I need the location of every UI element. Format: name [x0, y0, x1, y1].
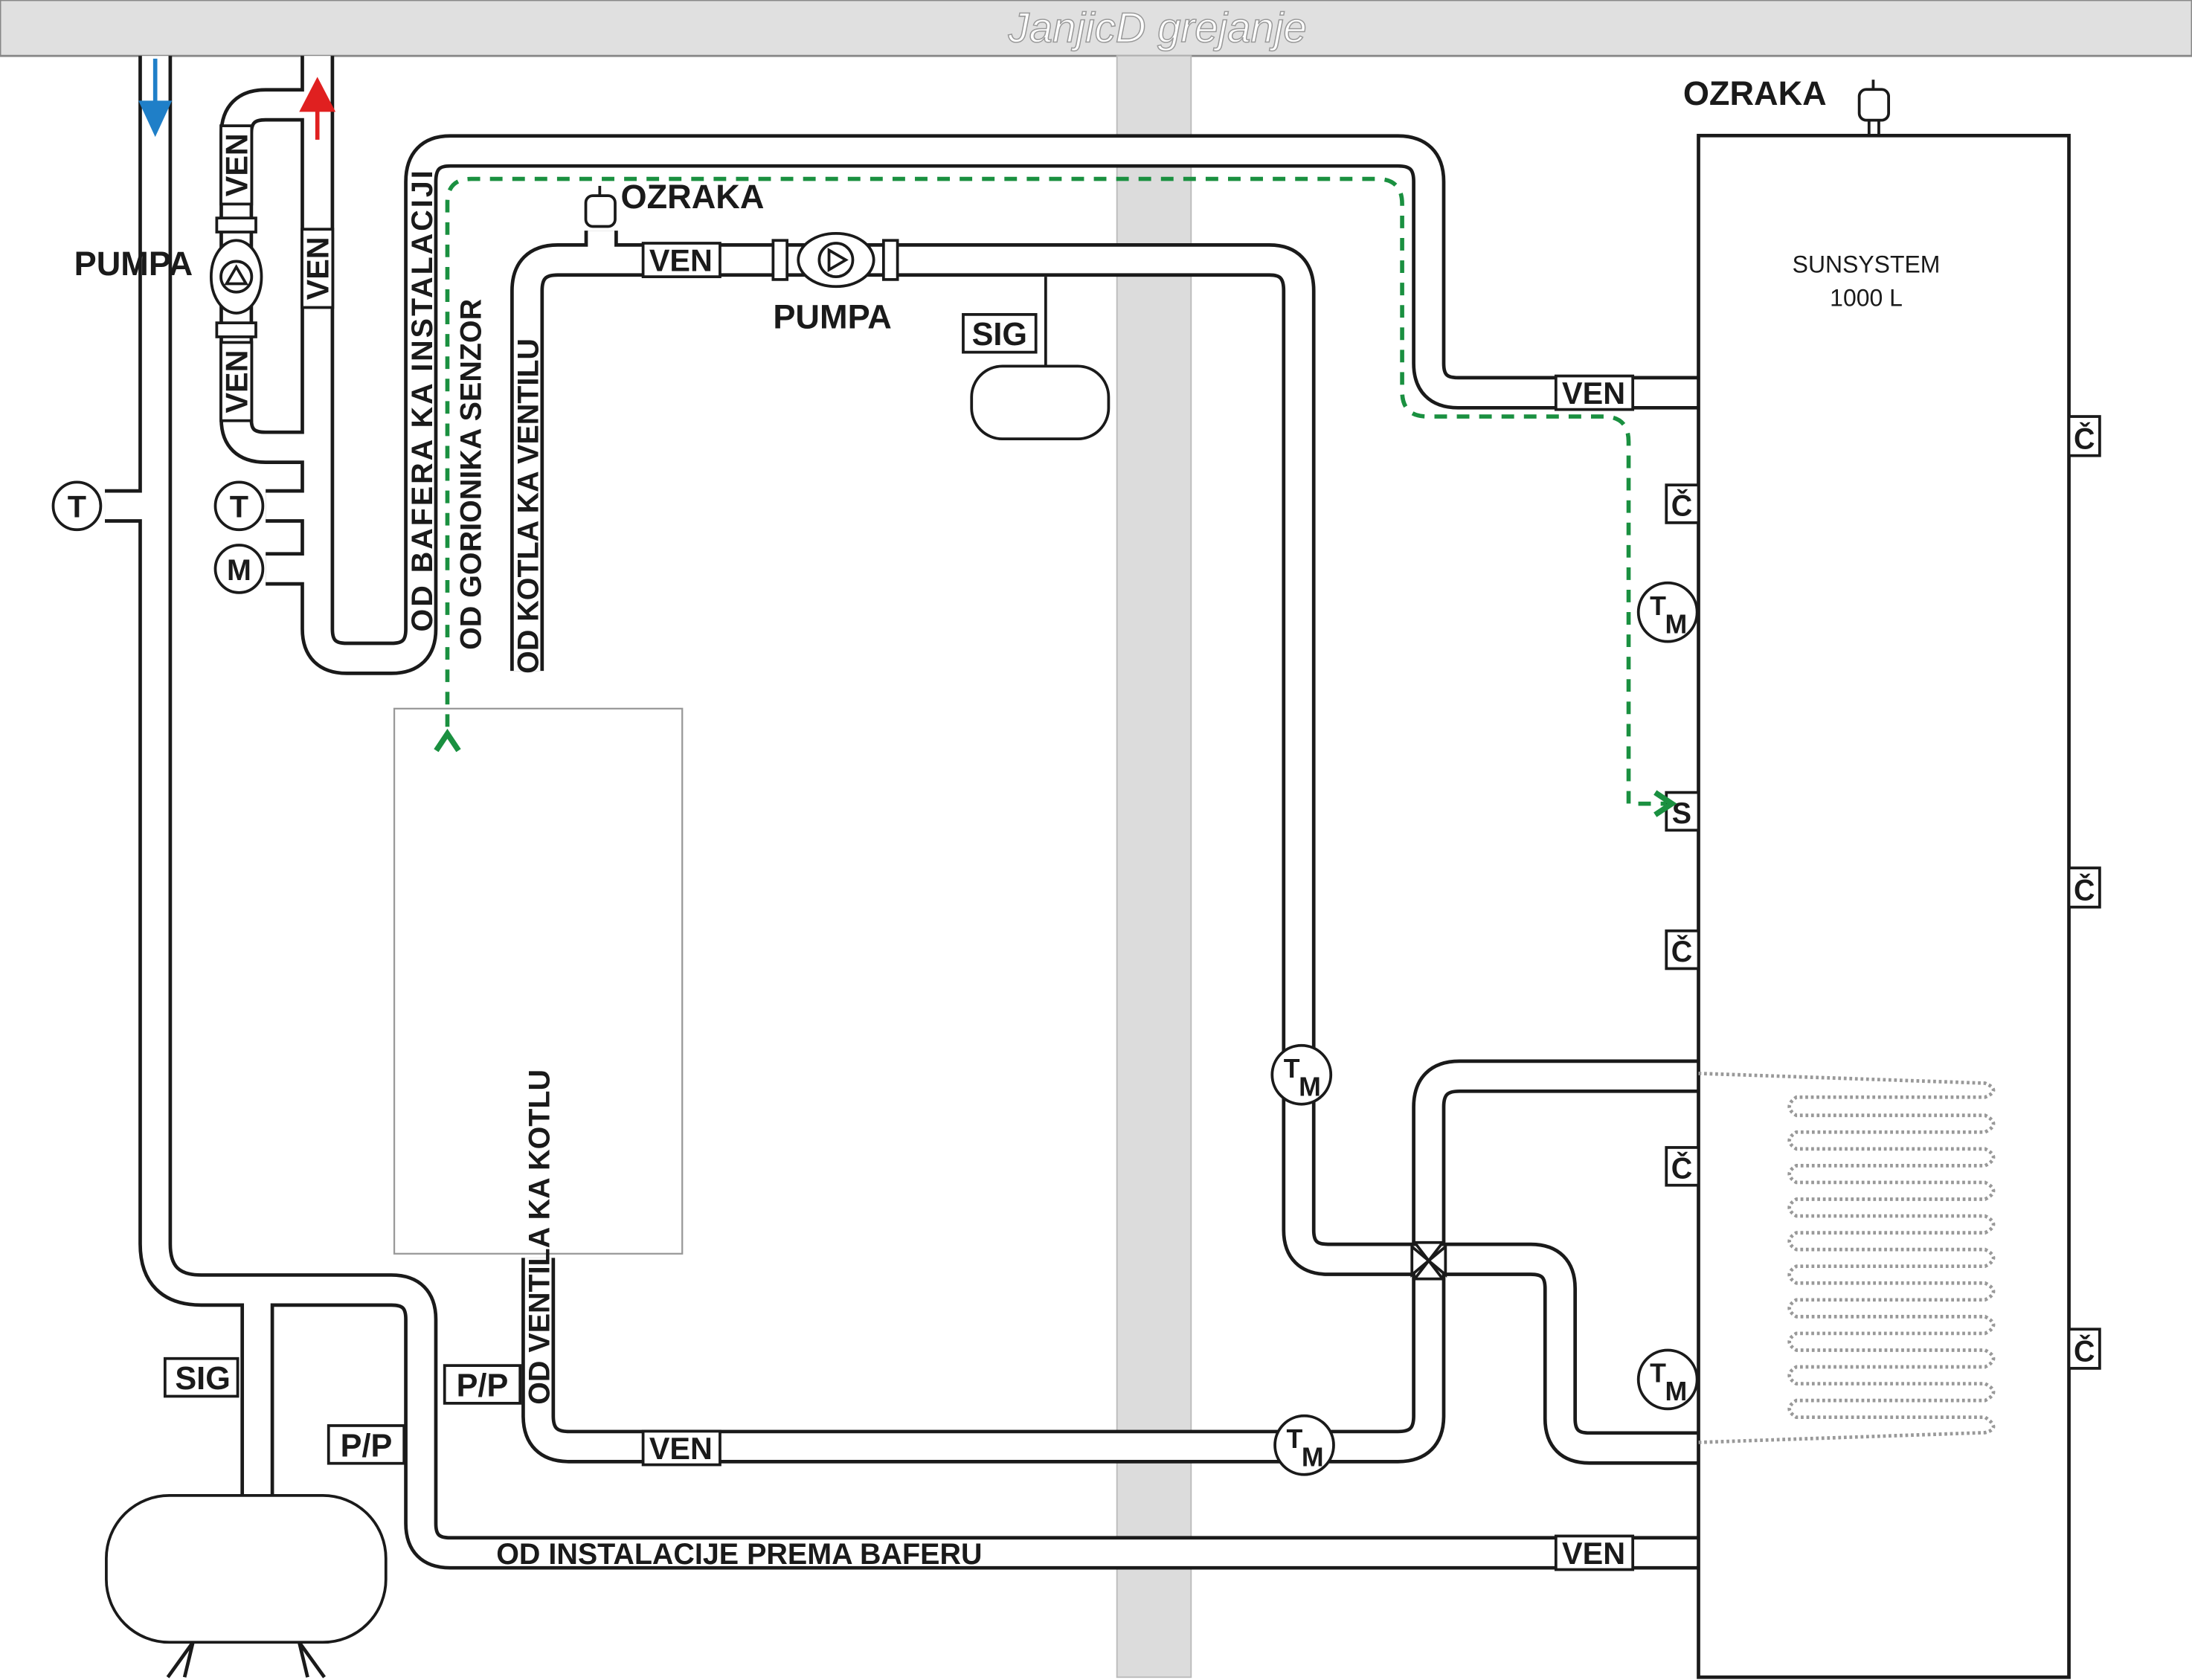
ven-return: VEN	[301, 236, 335, 300]
port-c-4: Č	[2067, 415, 2101, 457]
port-c-3: Č	[1665, 1146, 1700, 1187]
pipes-fill	[105, 56, 1698, 1553]
od-instalacije-label: OD INSTALACIJE PREMA BAFERU	[496, 1538, 982, 1571]
pipes-outline	[105, 56, 1698, 1553]
heat-exchanger-coil	[1698, 1072, 1996, 1444]
header-bar	[0, 0, 2192, 57]
svg-text:M: M	[227, 554, 251, 587]
pump-boiler-icon	[771, 231, 899, 289]
air-vent-tank-icon	[1857, 80, 1890, 136]
ozraka-boiler-label: OZRAKA	[621, 178, 765, 216]
port-c-5: Č	[2067, 866, 2101, 909]
od-ventila-label: OD VENTILA KA KOTLU	[524, 1069, 556, 1405]
storage-tank	[1697, 133, 2071, 1679]
thermo-manometer-1: TM	[1636, 581, 1699, 643]
manometer-gauge: M	[213, 544, 265, 594]
ven-boiler-bottom: VEN	[649, 1432, 713, 1466]
port-c-2: Č	[1665, 929, 1700, 971]
od-gorionika-label: OD GORIONIKA SENZOR	[455, 299, 488, 650]
ven-boiler-top: VEN	[649, 244, 713, 278]
port-s: S	[1665, 791, 1700, 832]
air-vent-boiler-icon	[584, 185, 617, 228]
expansion-tank-bottom	[105, 1494, 388, 1644]
boiler	[393, 707, 684, 1255]
thermo-manometer-3: TM	[1270, 1043, 1333, 1106]
svg-text:M: M	[1299, 1072, 1321, 1101]
svg-text:T: T	[68, 489, 86, 524]
svg-text:T: T	[1650, 591, 1666, 621]
svg-text:S: S	[1672, 797, 1691, 830]
thermo-manometer-4: TM	[1273, 1414, 1335, 1476]
tank-name: SUNSYSTEM	[1793, 251, 1941, 277]
svg-text:M: M	[1665, 609, 1688, 639]
sig-top-label: SIG	[972, 317, 1027, 353]
burner-sensor-line	[445, 176, 1667, 806]
wall-band	[1116, 55, 1192, 1679]
svg-text:M: M	[1665, 1377, 1688, 1406]
cold-arrow-icon	[138, 58, 173, 138]
pumpa-left-label: PUMPA	[74, 245, 193, 283]
pump-left-icon	[209, 216, 263, 338]
port-c-1: Č	[1665, 483, 1700, 524]
od-kotla-label: OD KOTLA KA VENTILU	[512, 338, 545, 674]
tank-volume: 1000 L	[1830, 285, 1903, 312]
sig-bottom-label: SIG	[175, 1361, 230, 1397]
header-title: JanjicD grejanje	[1008, 4, 1307, 51]
svg-text:T: T	[1284, 1054, 1300, 1084]
ven-loop-2: VEN	[220, 350, 254, 413]
expansion-tank-top	[970, 364, 1111, 441]
svg-text:Č: Č	[1671, 1151, 1693, 1185]
svg-text:Č: Č	[1671, 489, 1693, 522]
pp-label-1: P/P	[457, 1368, 509, 1403]
ozraka-tank-label: OZRAKA	[1683, 74, 1827, 112]
svg-text:T: T	[1650, 1359, 1666, 1388]
sensor-arrow-up-icon	[434, 728, 461, 753]
svg-text:T: T	[230, 489, 248, 524]
sensor-arrow-right-icon	[1653, 790, 1677, 817]
thermometer-gauge: T	[213, 480, 265, 532]
svg-text:Č: Č	[2074, 873, 2095, 907]
thermometer-gauge-left: T	[51, 480, 103, 532]
ven-loop-1: VEN	[220, 133, 254, 196]
pumpa-boiler-label: PUMPA	[773, 298, 892, 336]
thermo-manometer-2: TM	[1636, 1348, 1699, 1411]
mixing-valve-icon	[1410, 1240, 1447, 1281]
svg-text:M: M	[1302, 1442, 1324, 1472]
svg-text:Č: Č	[1671, 935, 1693, 968]
ven-tank-bottom: VEN	[1562, 1536, 1625, 1571]
hot-arrow-icon	[299, 77, 336, 140]
ven-tank-top: VEN	[1562, 376, 1625, 411]
svg-text:Č: Č	[2074, 422, 2095, 455]
svg-text:T: T	[1286, 1424, 1302, 1454]
svg-text:Č: Č	[2074, 1335, 2095, 1368]
port-c-6: Č	[2067, 1327, 2101, 1370]
pp-label-2: P/P	[341, 1428, 393, 1464]
tank-legs	[166, 1641, 326, 1679]
od-bafera-label: OD BAFERA KA INSTALACIJI	[406, 170, 439, 631]
